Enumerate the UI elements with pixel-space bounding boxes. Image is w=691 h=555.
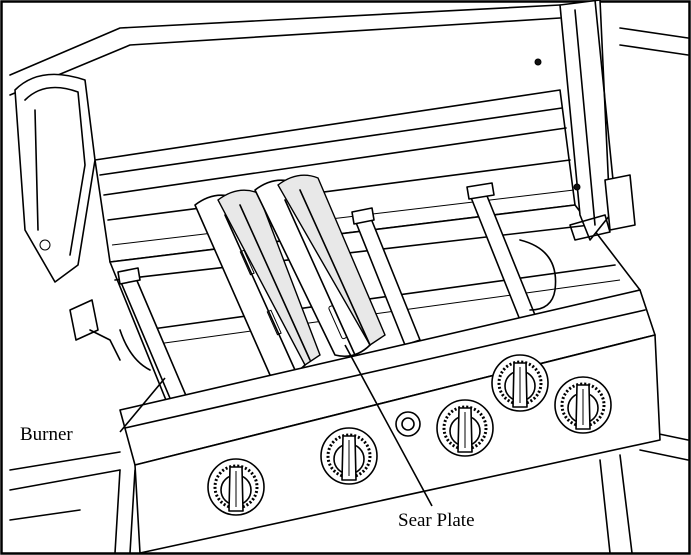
sear-plate-label: Sear Plate — [398, 510, 475, 531]
igniter-button — [395, 411, 421, 437]
sear-plates — [194, 174, 386, 378]
sear-plate-leader-line — [344, 344, 433, 507]
control-knob — [320, 427, 378, 485]
burner-rod-2 — [351, 207, 421, 346]
sear-plate-2 — [254, 174, 386, 358]
burner-leader-line — [119, 377, 166, 433]
burner-label: Burner — [20, 424, 73, 445]
control-knobs — [207, 354, 612, 516]
lid-right-arm — [519, 0, 636, 311]
lid-left-bracket — [14, 73, 151, 371]
control-knob — [207, 458, 265, 516]
control-knob — [436, 399, 494, 457]
control-knob — [491, 354, 549, 412]
control-knob — [554, 376, 612, 434]
